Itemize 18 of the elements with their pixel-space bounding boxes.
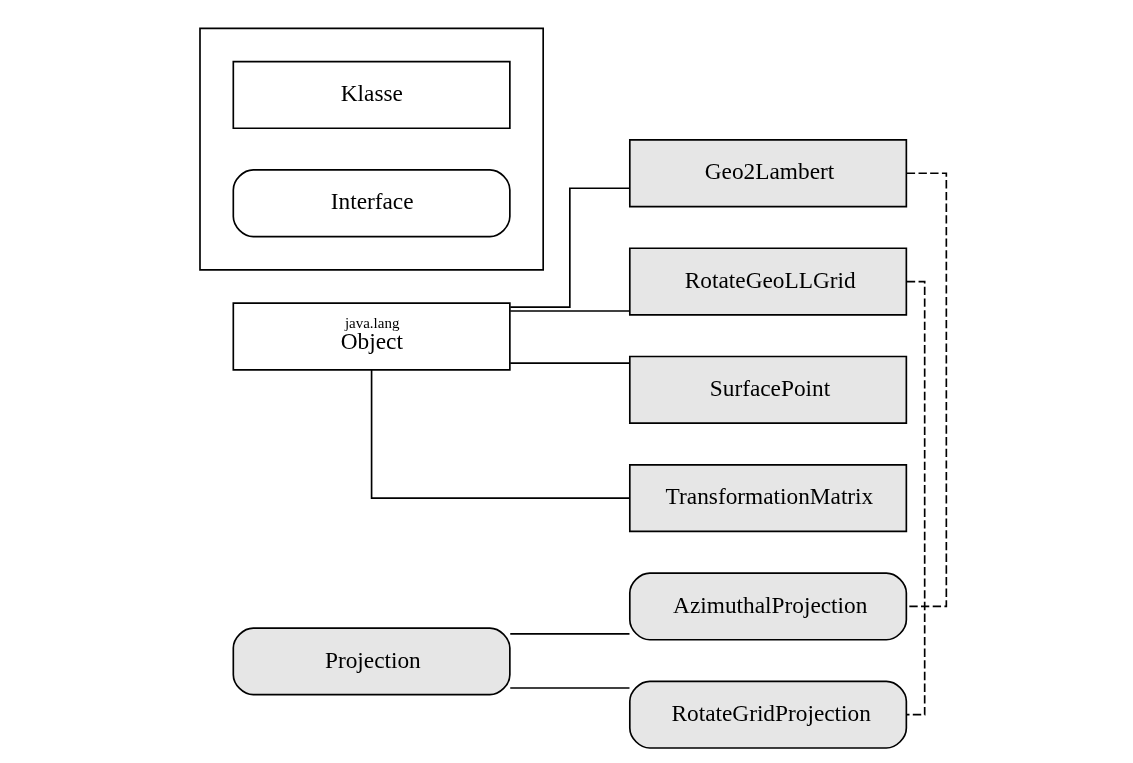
node-box: Interface xyxy=(232,169,511,238)
connector xyxy=(509,187,631,308)
node-box: RotateGridProjection xyxy=(628,680,908,749)
connector xyxy=(509,687,631,689)
node-box: RotateGeoLLGrid xyxy=(628,247,908,316)
connector xyxy=(905,172,948,608)
connector xyxy=(509,310,631,312)
node-box: Projection xyxy=(232,627,511,696)
node-box: Geo2Lambert xyxy=(628,139,908,208)
connector xyxy=(509,633,631,635)
node-box: java.lang Object xyxy=(232,302,511,371)
node-box: TransformationMatrix xyxy=(628,463,908,533)
node-box: Klasse xyxy=(232,60,511,130)
cluster xyxy=(199,27,544,271)
connector xyxy=(509,362,631,364)
node-box: SurfacePoint xyxy=(628,355,908,424)
node-box: AzimuthalProjection xyxy=(628,572,908,641)
connector xyxy=(370,369,631,499)
